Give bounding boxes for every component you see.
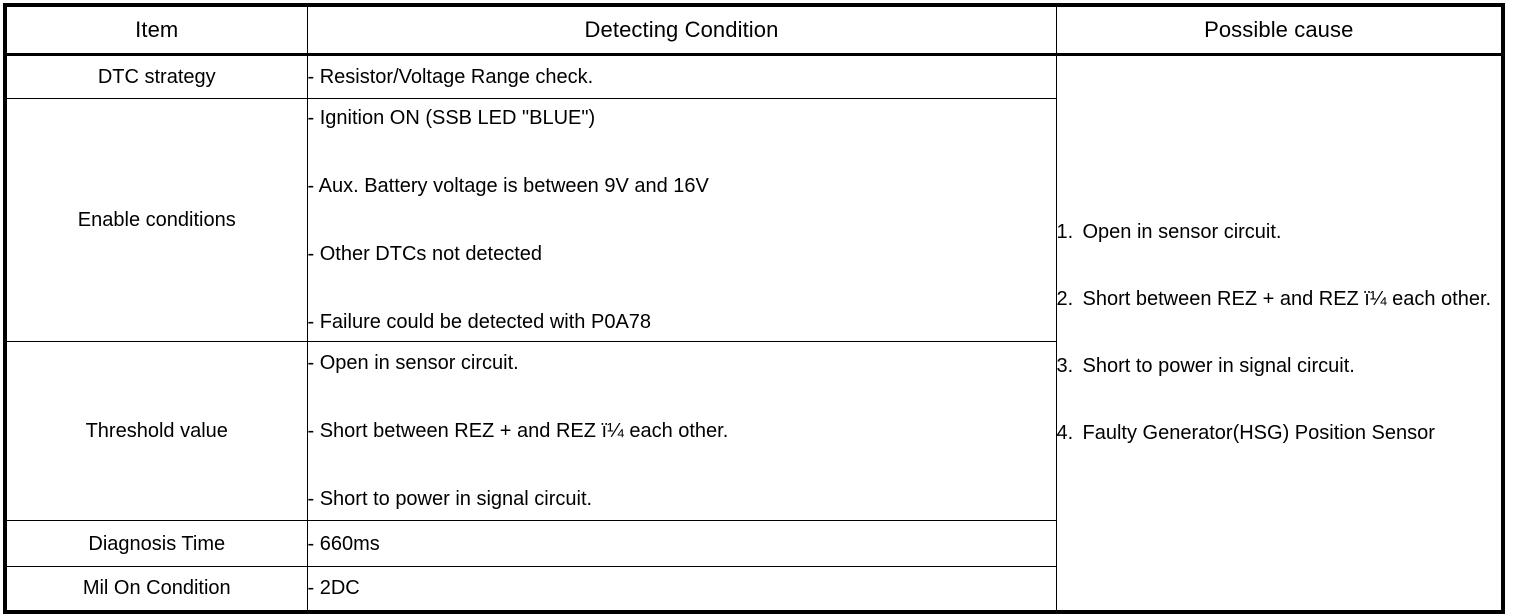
condition-list: - Open in sensor circuit. - Short betwee… bbox=[308, 351, 1056, 511]
condition-line: - Failure could be detected with P0A78 bbox=[307, 311, 652, 333]
table-row-threshold-value: Threshold value - Open in sensor circuit… bbox=[4, 341, 1503, 521]
condition-line: - Aux. Battery voltage is between 9V and… bbox=[307, 175, 709, 197]
possible-cause-item: 2. Short between REZ + and REZ ï¼ each ot… bbox=[1057, 287, 1502, 312]
possible-cause-item: 4. Faulty Generator(HSG) Position Sensor bbox=[1057, 421, 1502, 446]
condition-line: - Other DTCs not detected bbox=[307, 243, 543, 265]
item-label-enable-conditions: Enable conditions bbox=[4, 98, 308, 342]
condition-cell-threshold-value: - Open in sensor circuit. - Short betwee… bbox=[306, 341, 1057, 521]
item-label-mil-on-condition: Mil On Condition bbox=[4, 566, 308, 612]
possible-cause-text: Short between REZ + and REZ ï¼ each othe… bbox=[1082, 287, 1492, 310]
condition-line: - Short between REZ + and REZ ï¼ each ot… bbox=[307, 420, 729, 442]
item-label-diagnosis-time: Diagnosis Time bbox=[4, 520, 308, 567]
possible-cause-item: 3. Short to power in signal circuit. bbox=[1057, 354, 1502, 379]
condition-line: - 2DC bbox=[307, 577, 360, 600]
table-row-dtc-strategy: DTC strategy - Resistor/Voltage Range ch… bbox=[4, 54, 1504, 612]
condition-list: - Ignition ON (SSB LED "BLUE") - Aux. Ba… bbox=[308, 106, 1056, 334]
condition-cell-enable-conditions: - Ignition ON (SSB LED "BLUE") - Aux. Ba… bbox=[306, 98, 1057, 342]
possible-cause-text: Short to power in signal circuit. bbox=[1082, 354, 1355, 377]
table-row-mil-on-condition: Mil On Condition - 2DC bbox=[4, 566, 1503, 612]
possible-cause-cell: 1. Open in sensor circuit. 2. Short betwee… bbox=[1055, 54, 1504, 612]
condition-line: - 660ms bbox=[307, 532, 380, 555]
dtc-diagnostic-table: Item Detecting Condition Possible cause … bbox=[3, 3, 1505, 614]
header-detecting-condition: Detecting Condition bbox=[306, 4, 1057, 56]
condition-line: - Short to power in signal circuit. bbox=[307, 488, 593, 510]
header-item: Item bbox=[4, 4, 308, 56]
table-header-row: Item Detecting Condition Possible cause bbox=[4, 4, 1504, 56]
possible-cause-text: Faulty Generator(HSG) Position Sensor bbox=[1082, 421, 1435, 444]
condition-cell-mil-on-condition: - 2DC bbox=[306, 566, 1057, 612]
condition-line: - Resistor/Voltage Range check. bbox=[307, 66, 594, 88]
possible-cause-number: 4. bbox=[1056, 421, 1074, 444]
possible-cause-number: 3. bbox=[1056, 354, 1074, 377]
item-label-dtc-strategy: DTC strategy bbox=[4, 54, 308, 99]
possible-cause-text: Open in sensor circuit. bbox=[1082, 220, 1282, 243]
possible-cause-number: 2. bbox=[1056, 287, 1074, 310]
possible-cause-list: 1. Open in sensor circuit. 2. Short betwee… bbox=[1057, 220, 1502, 446]
condition-cell-diagnosis-time: - 660ms bbox=[306, 520, 1057, 567]
possible-cause-number: 1. bbox=[1056, 220, 1074, 243]
condition-line: - Ignition ON (SSB LED "BLUE") bbox=[307, 107, 596, 129]
table-row-enable-conditions: Enable conditions - Ignition ON (SSB LED… bbox=[4, 98, 1503, 342]
item-label-threshold-value: Threshold value bbox=[4, 341, 308, 521]
possible-cause-item: 1. Open in sensor circuit. bbox=[1057, 220, 1502, 245]
condition-line: - Open in sensor circuit. bbox=[307, 352, 519, 374]
condition-cell-dtc-strategy: - Resistor/Voltage Range check. bbox=[306, 54, 1057, 99]
table-row-diagnosis-time: Diagnosis Time - 660ms bbox=[4, 520, 1503, 567]
header-possible-cause: Possible cause bbox=[1055, 4, 1504, 56]
